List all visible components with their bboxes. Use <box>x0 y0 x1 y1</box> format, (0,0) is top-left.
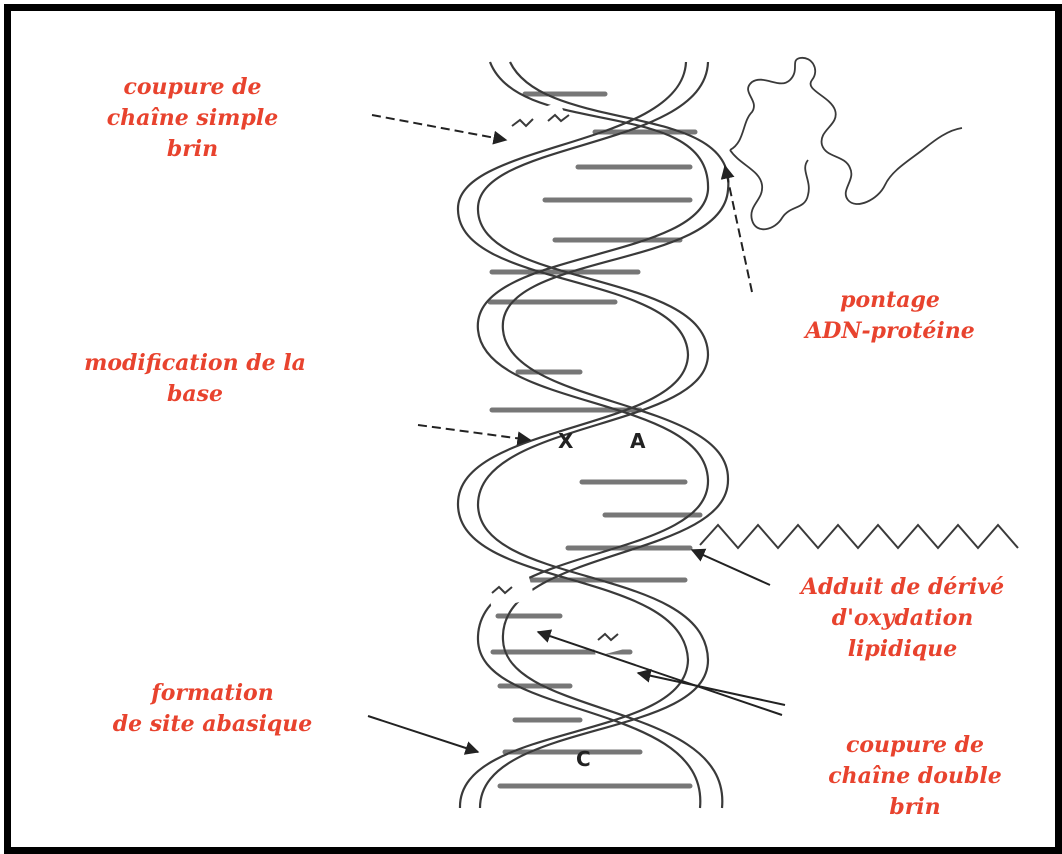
label-line: coupure de <box>55 72 330 103</box>
base-pair-rungs <box>490 94 700 786</box>
double-strand-break-gap-1 <box>485 573 534 610</box>
protein-squiggle <box>730 58 962 229</box>
label-single-strand-break: coupure de chaîne simple brin <box>55 72 330 165</box>
paired-base-letter: A <box>630 429 646 453</box>
arrow-double-strand-break-2 <box>538 632 782 715</box>
label-base-modification: modification de la base <box>20 348 370 410</box>
lower-base-letter: C <box>576 747 591 771</box>
label-lipid-adduct: Adduit de dérivé d'oxydation lipidique <box>755 572 1050 665</box>
arrow-abasic-site <box>368 716 478 752</box>
label-line: chaîne double <box>780 761 1050 792</box>
label-line: modification de la <box>20 348 370 379</box>
helix-strand-a-edge2 <box>503 62 729 808</box>
double-strand-break-gap-2 <box>589 619 640 656</box>
label-line: brin <box>780 792 1050 823</box>
label-line: Adduit de dérivé <box>755 572 1050 603</box>
arrow-single-strand-break <box>372 115 506 140</box>
label-line: chaîne simple <box>55 103 330 134</box>
label-dna-protein-crosslink: pontage ADN-protéine <box>765 285 1015 347</box>
label-line: pontage <box>765 285 1015 316</box>
label-line: d'oxydation <box>755 603 1050 634</box>
label-line: formation <box>60 678 365 709</box>
label-line: lipidique <box>755 634 1050 665</box>
helix-strand-b-edge1 <box>478 62 708 808</box>
label-line: brin <box>55 134 330 165</box>
helix-strand-a-edge1 <box>478 62 708 808</box>
label-line: base <box>20 379 370 410</box>
label-line: coupure de <box>780 730 1050 761</box>
label-line: de site abasique <box>60 709 365 740</box>
lipid-zigzag-chain <box>700 525 1018 548</box>
arrow-base-modification <box>418 425 530 440</box>
label-abasic-site: formation de site abasique <box>60 678 365 740</box>
label-line: ADN-protéine <box>765 316 1015 347</box>
label-double-strand-break: coupure de chaîne double brin <box>780 730 1050 823</box>
modified-base-letter: X <box>558 429 574 453</box>
